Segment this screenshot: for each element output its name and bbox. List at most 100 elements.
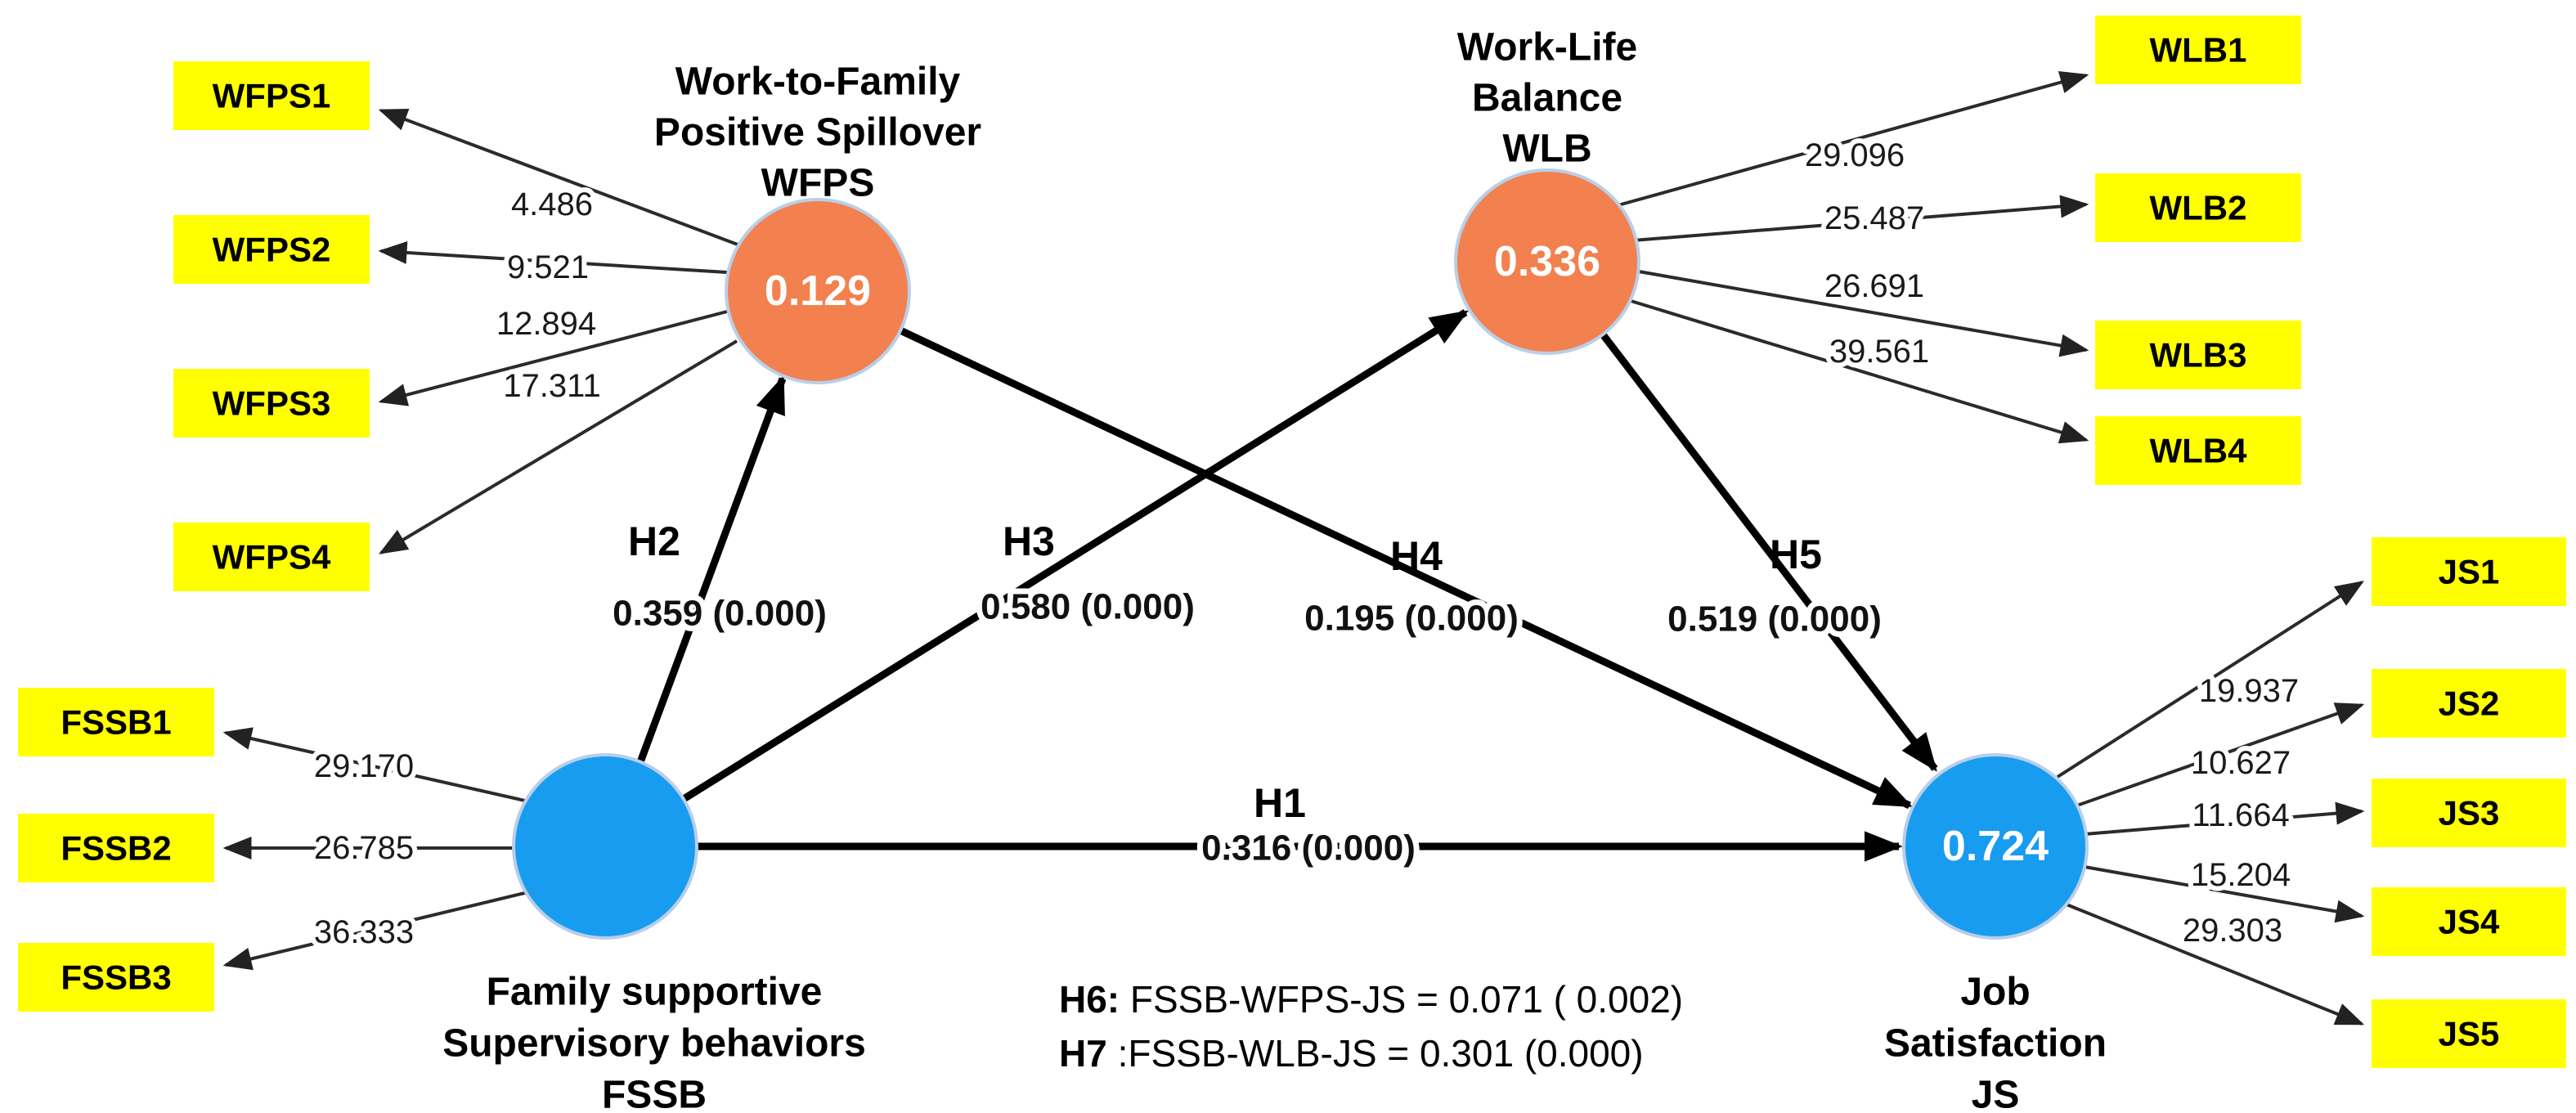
fssb1-box [18, 688, 214, 756]
js2-loading: 10.627 [2191, 745, 2291, 781]
js2-label: JS2 [2439, 684, 2500, 723]
fssb3-label: FSSB3 [61, 958, 171, 997]
latent-fssb: Family supportive Supervisory behaviors … [442, 753, 866, 1113]
js-indicator-arrows [2056, 581, 2365, 1025]
fssb1-arrow [222, 727, 529, 803]
js4-loading: 15.204 [2191, 857, 2291, 893]
js-circle [1902, 753, 2089, 940]
js-indicator-boxes: JS1 JS2 JS3 JS4 JS5 [2372, 537, 2566, 1068]
path-h5-wlb-js-arrow [1600, 332, 1938, 772]
wfps1-loading: 4.486 [511, 186, 593, 222]
wlb-circle [1454, 168, 1640, 355]
wfps3-label: WFPS3 [213, 384, 331, 423]
js3-box [2372, 779, 2566, 847]
fssb3-loading: 36.333 [314, 914, 414, 950]
fssb-title-line2: Supervisory behaviors [442, 1022, 866, 1066]
path-h2-fssb-wfps-arrow [636, 375, 787, 764]
wlb2-box [2095, 173, 2301, 242]
h5-coefficient: 0.519 (0.000) [1667, 599, 1882, 640]
wfps1-label: WFPS1 [213, 77, 331, 115]
latent-wlb: 0.336 Work-Life Balance WLB [1454, 26, 1640, 355]
wfps1-arrow [378, 108, 738, 246]
js2-arrow [2074, 702, 2365, 808]
h1-coefficient: 0.316 (0.000) [1201, 828, 1416, 868]
fssb-circle [512, 753, 698, 940]
fssb2-label: FSSB2 [61, 829, 171, 868]
wlb3-box [2095, 321, 2301, 389]
wfps-indicator-boxes: WFPS1 WFPS2 WFPS3 WFPS4 [173, 61, 370, 591]
latent-wfps: 0.129 Work-to-Family Positive Spillover … [654, 61, 981, 384]
wlb4-arrow [1627, 298, 2089, 444]
fssb-title-line1: Family supportive [487, 971, 823, 1014]
structural-arrows [636, 309, 1938, 862]
js-r2-value: 0.724 [1942, 823, 2049, 870]
wfps-title-line3: WFPS [761, 162, 875, 205]
wfps3-arrow [378, 310, 728, 406]
path-labels: H2 0.359 (0.000) H3 0.580 (0.000) H4 0.1… [607, 518, 1887, 874]
wfps2-box [173, 215, 370, 284]
js-title-line1: Job [1960, 971, 2030, 1014]
wfps4-arrow [378, 339, 738, 554]
h6-note-text: FSSB-WFPS-JS = 0.071 ( 0.002) [1120, 978, 1683, 1021]
fssb3-box [18, 943, 214, 1012]
fssb3-arrow [222, 890, 532, 971]
js5-box [2372, 999, 2566, 1068]
h7-note-text: :FSSB-WLB-JS = 0.301 (0.000) [1107, 1032, 1644, 1075]
wlb3-label: WLB3 [2150, 336, 2247, 375]
wlb-indicator-boxes: WLB1 WLB2 WLB3 WLB4 [2095, 16, 2301, 485]
wfps-title-line1: Work-to-Family [675, 61, 961, 104]
h7-note: H7 :FSSB-WLB-JS = 0.301 (0.000) [1059, 1032, 1644, 1075]
wlb-title-line2: Balance [1472, 77, 1622, 120]
js4-label: JS4 [2439, 903, 2500, 941]
h2-coefficient: 0.359 (0.000) [613, 594, 827, 634]
wfps-title-line2: Positive Spillover [654, 111, 981, 155]
h6-note: H6: FSSB-WFPS-JS = 0.071 ( 0.002) [1059, 978, 1683, 1021]
wlb1-label: WLB1 [2150, 31, 2247, 70]
wlb4-box [2095, 416, 2301, 485]
wlb-r2-value: 0.336 [1494, 238, 1600, 285]
js-title-line2: Satisfaction [1884, 1022, 2107, 1066]
h1-label: H1 [1254, 780, 1306, 826]
js1-arrow [2056, 581, 2364, 779]
js4-arrow [2084, 865, 2365, 923]
wfps-circle [725, 198, 911, 384]
path-h4-wfps-js-arrow [899, 326, 1914, 810]
wlb1-box [2095, 16, 2301, 84]
wlb-title-line1: Work-Life [1457, 26, 1637, 70]
fssb-indicator-boxes: FSSB1 FSSB2 FSSB3 [18, 688, 214, 1012]
fssb1-loading: 29.170 [314, 748, 414, 784]
mediation-notes: H6: FSSB-WFPS-JS = 0.071 ( 0.002) H7 :FS… [1059, 978, 1683, 1075]
fssb2-loading: 26.785 [314, 830, 414, 866]
js1-loading: 19.937 [2199, 673, 2299, 709]
h4-coefficient: 0.195 (0.000) [1304, 599, 1519, 639]
fssb-title-line3: FSSB [602, 1074, 707, 1113]
wfps3-box [173, 369, 370, 438]
fssb2-box [18, 814, 214, 882]
wfps2-label: WFPS2 [213, 231, 331, 269]
fssb1-label: FSSB1 [61, 703, 171, 742]
js3-label: JS3 [2439, 794, 2500, 833]
js3-arrow [2084, 801, 2365, 836]
js1-label: JS1 [2439, 553, 2500, 591]
js5-label: JS5 [2439, 1015, 2500, 1053]
js-title-line3: JS [1972, 1074, 2020, 1113]
js5-loading: 29.303 [2183, 913, 2282, 949]
h7-note-id: H7 [1059, 1032, 1107, 1075]
h2-label: H2 [628, 518, 680, 564]
wlb2-label: WLB2 [2150, 189, 2247, 227]
wfps2-loading: 9.521 [507, 249, 589, 285]
js2-box [2372, 669, 2566, 738]
js3-loading: 11.664 [2192, 797, 2289, 833]
js4-box [2372, 887, 2566, 956]
wlb-title-line3: WLB [1502, 128, 1591, 171]
wlb2-loading: 25.487 [1824, 200, 1924, 236]
wfps-r2-value: 0.129 [765, 267, 871, 315]
js5-arrow [2066, 903, 2365, 1025]
wlb3-loading: 26.691 [1824, 268, 1924, 304]
wlb4-label: WLB4 [2150, 432, 2248, 470]
wlb1-loading: 29.096 [1805, 137, 1905, 173]
h3-label: H3 [1003, 518, 1055, 564]
wfps2-arrow [378, 240, 728, 274]
wlb1-arrow [1614, 70, 2089, 208]
